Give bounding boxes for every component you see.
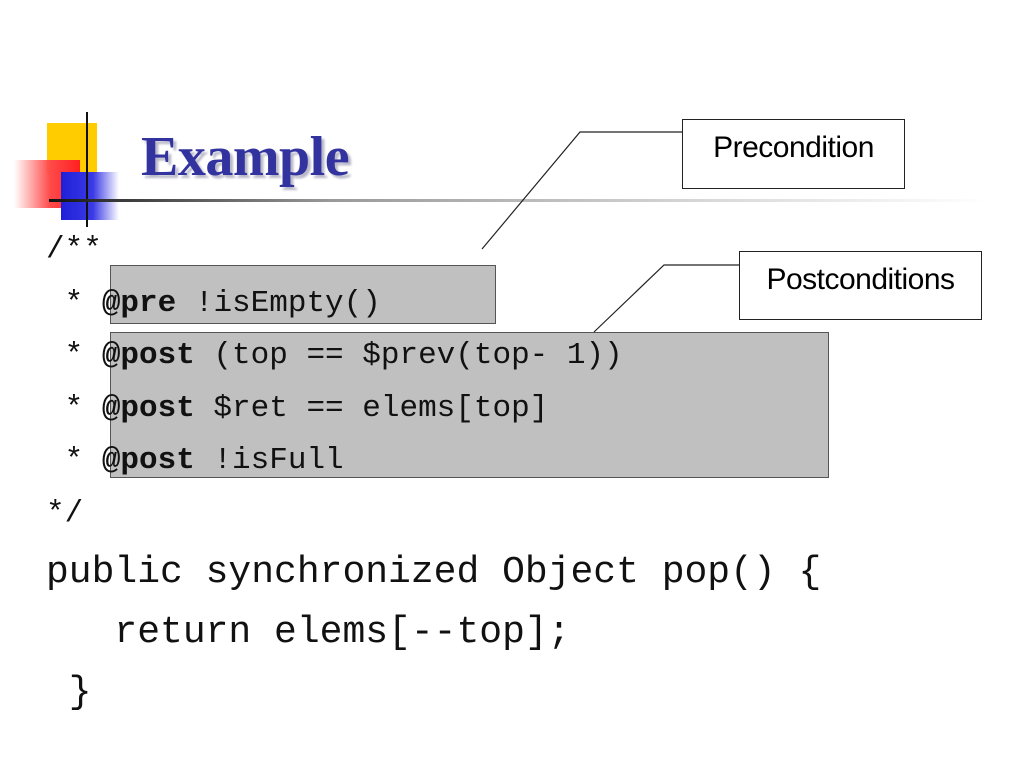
comment-star: * — [46, 391, 102, 426]
precondition-connector — [481, 131, 682, 250]
postconditions-callout: Postconditions — [739, 251, 982, 320]
title-underline-divider — [49, 199, 989, 202]
code-closing-brace: } — [46, 671, 92, 714]
post-tag: @post — [101, 338, 195, 373]
code-comment-open: /** — [46, 232, 102, 267]
code-method-signature: public synchronized Object pop() { — [46, 551, 822, 594]
slide-title: Example — [141, 126, 350, 188]
decorative-vertical-line — [86, 112, 88, 227]
postconditions-callout-label: Postconditions — [766, 262, 955, 296]
decorative-blue-square — [61, 172, 119, 220]
pre-condition-text: !isEmpty() — [176, 286, 381, 321]
comment-star: * — [46, 338, 102, 373]
precondition-callout-label: Precondition — [713, 131, 874, 164]
code-post-line: * @post $ret == elems[top] — [46, 383, 549, 435]
post-condition-text: !isFull — [194, 443, 344, 478]
postconditions-connector — [593, 264, 739, 333]
post-condition-text: $ret == elems[top] — [194, 391, 549, 426]
precondition-highlight-box — [110, 265, 496, 324]
comment-star: * — [46, 443, 102, 478]
postconditions-highlight-box — [110, 332, 829, 478]
code-post-line: * @post !isFull — [46, 435, 344, 487]
code-pre-line: * @pre !isEmpty() — [46, 278, 381, 330]
code-post-line: * @post (top == $prev(top- 1)) — [46, 330, 623, 382]
code-return-statement: return elems[--top]; — [46, 611, 571, 654]
code-comment-close: */ — [46, 496, 84, 531]
pre-tag: @pre — [101, 286, 177, 321]
precondition-callout: Precondition — [682, 119, 905, 189]
post-condition-text: (top == $prev(top- 1)) — [194, 338, 623, 373]
comment-star: * — [46, 286, 102, 321]
post-tag: @post — [101, 443, 195, 478]
post-tag: @post — [101, 391, 195, 426]
